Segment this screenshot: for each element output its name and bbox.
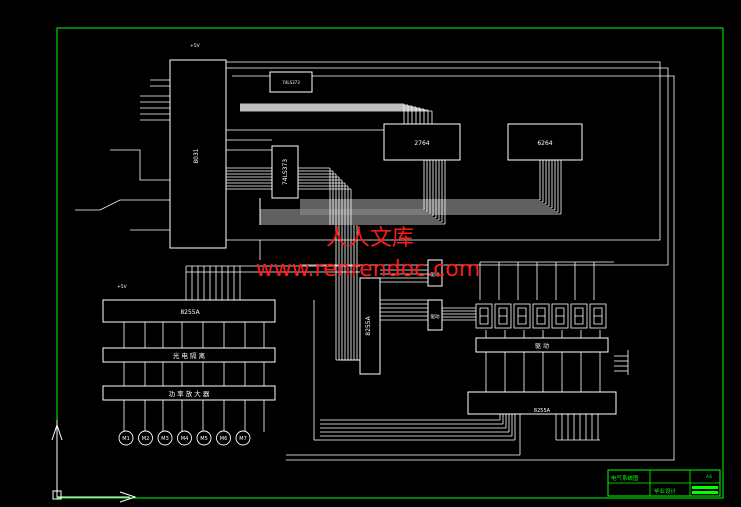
ppi-mid-label: 8255A: [365, 315, 372, 335]
title-sheet: A4: [706, 474, 712, 480]
wire-group: [75, 61, 675, 461]
seven-segment-digit: [551, 303, 569, 329]
title-bar-1: [692, 486, 718, 489]
motor-label: M7: [239, 436, 247, 442]
wire: [226, 67, 669, 266]
eprom-chip: 2764: [383, 123, 461, 161]
motor-label: M5: [200, 436, 208, 442]
mcu-vcc-label: +5V: [190, 43, 201, 49]
eprom-label: 2764: [414, 140, 429, 147]
seven-segment-digit: [494, 303, 512, 329]
ucs-icon: [51, 420, 137, 503]
amp-label: 功 率 放 大 器: [169, 389, 210, 398]
motor-group: M1 M2 M3 M4 M5 M6 M7: [118, 430, 251, 446]
motor-label: M2: [142, 436, 150, 442]
latch-small-chip: 74LS373: [269, 71, 313, 93]
wire: [232, 75, 675, 461]
seven-segment-digit: [589, 303, 607, 329]
drive-top-label: 驱 动: [535, 343, 549, 350]
wire: [110, 149, 170, 181]
drawing-border: [56, 27, 724, 499]
drive-small-1-label: 驱动: [431, 271, 440, 278]
ppi-left-label: 8255A: [180, 309, 200, 316]
motor-m4: M4: [177, 430, 192, 446]
motor-m6: M6: [216, 430, 231, 446]
wire: [226, 61, 661, 241]
seven-segment-digit: [475, 303, 493, 329]
motor-label: M4: [181, 436, 189, 442]
seven-segment-digit: [570, 303, 588, 329]
motor-m5: M5: [196, 430, 212, 446]
seven-segment-digit: [513, 303, 531, 329]
motor-label: M6: [220, 436, 228, 442]
power-amp-block: 功 率 放 大 器: [102, 385, 276, 401]
ppi-left-vcc-label: +5V: [117, 284, 128, 290]
mcu-label: 8031: [193, 148, 200, 163]
watermark: 人人文库 www.renrendoc.com: [256, 226, 481, 282]
motor-m1: M1: [118, 430, 134, 446]
ppi-mid-chip: 8255A: [359, 277, 381, 375]
seven-segment-display: [475, 303, 607, 329]
opto-isolation-block: 光 电 隔 离: [102, 347, 276, 363]
ram-label: 6264: [537, 140, 552, 147]
motor-m7: M7: [235, 430, 251, 446]
drive-block-top: 驱 动: [475, 337, 609, 353]
latch-label: 74LS373: [282, 159, 289, 185]
mcu-chip: 8031 +5V: [169, 43, 227, 249]
title-block: 电气系统图 毕业设计 A4: [607, 469, 721, 497]
motor-m3: M3: [157, 430, 173, 446]
drive-block-small-1: 驱动: [427, 259, 443, 287]
ram-chip: 6264: [507, 123, 583, 161]
drive-block-small-2: 驱动: [427, 299, 443, 331]
wire: [75, 199, 170, 211]
title-bar-2: [692, 491, 718, 494]
drive-small-2-label: 驱动: [431, 313, 440, 320]
motor-m2: M2: [138, 430, 153, 446]
opto-label: 光 电 隔 离: [173, 351, 206, 360]
ppi-right-label: 8255A: [534, 408, 551, 414]
seven-segment-digit: [532, 303, 550, 329]
watermark-line2: www.renrendoc.com: [256, 257, 481, 282]
title-label: 毕业设计: [654, 487, 677, 495]
motor-label: M1: [122, 436, 130, 442]
latch-chip: 74LS373: [271, 145, 299, 199]
ppi-left-chip: 8255A +5V: [102, 284, 276, 323]
latch-small-label: 74LS373: [282, 80, 300, 85]
ppi-right-chip: 8255A: [467, 391, 617, 415]
watermark-line1: 人人文库: [326, 226, 414, 251]
title-drawing-name: 电气系统图: [611, 474, 639, 482]
motor-label: M3: [161, 436, 169, 442]
